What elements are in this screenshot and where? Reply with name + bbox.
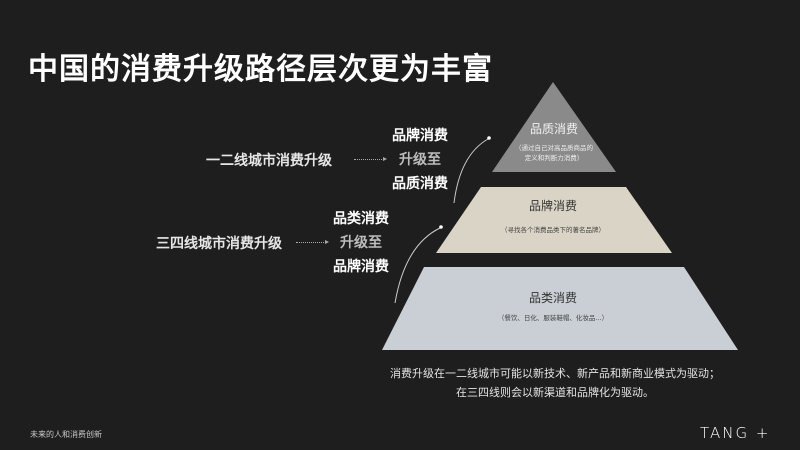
level-title: 品质消费 xyxy=(530,122,578,136)
arrow-dot-icon xyxy=(487,136,491,140)
level-desc: （餐饮、日化、服装鞋帽、化妆品...） xyxy=(498,313,608,322)
tang-logo: TANG + xyxy=(700,424,771,442)
level-title: 品牌消费 xyxy=(529,199,577,213)
dotted-arrow-icon xyxy=(296,240,329,244)
level-desc: 定义和判断力消费） xyxy=(525,153,584,162)
from-label: 品类消费 xyxy=(333,211,389,227)
tier12-path: 品牌消费 升级至 品质消费 xyxy=(388,124,452,196)
dotted-arrow-icon xyxy=(354,157,387,161)
tier34-label: 三四线城市消费升级 xyxy=(156,236,282,252)
pyramid-middle-brand xyxy=(436,187,672,253)
curve-arrow-icon xyxy=(453,138,489,204)
slide-title: 中国的消费升级路径层次更为丰富 xyxy=(28,52,493,87)
tier34-path: 品类消费 升级至 品牌消费 xyxy=(329,207,393,279)
footer-text: 未来的人和消费创新 xyxy=(30,430,102,439)
mid-label: 升级至 xyxy=(399,152,441,168)
caption: 消费升级在一二线城市可能以新技术、新产品和新商业模式为驱动； 在三四线则会以新渠… xyxy=(385,364,725,402)
pyramid-top-quality xyxy=(492,82,616,172)
level-desc: （寻找各个消费品类下的著名品牌） xyxy=(501,225,605,234)
curve-arrow-icon xyxy=(394,227,441,304)
caption-line: 消费升级在一二线城市可能以新技术、新产品和新商业模式为驱动； xyxy=(390,367,720,380)
pyramid-bottom-category xyxy=(382,267,738,350)
level-title: 品类消费 xyxy=(529,291,577,305)
level-desc: （通过自己对高品质商品的 xyxy=(515,143,594,152)
caption-line: 在三四线则会以新渠道和品牌化为驱动。 xyxy=(456,386,654,399)
to-label: 品质消费 xyxy=(392,176,448,192)
arrow-dot-icon xyxy=(439,225,443,229)
to-label: 品牌消费 xyxy=(333,259,389,275)
mid-label: 升级至 xyxy=(340,235,382,251)
tier12-label: 一二线城市消费升级 xyxy=(206,153,332,169)
from-label: 品牌消费 xyxy=(392,128,448,144)
